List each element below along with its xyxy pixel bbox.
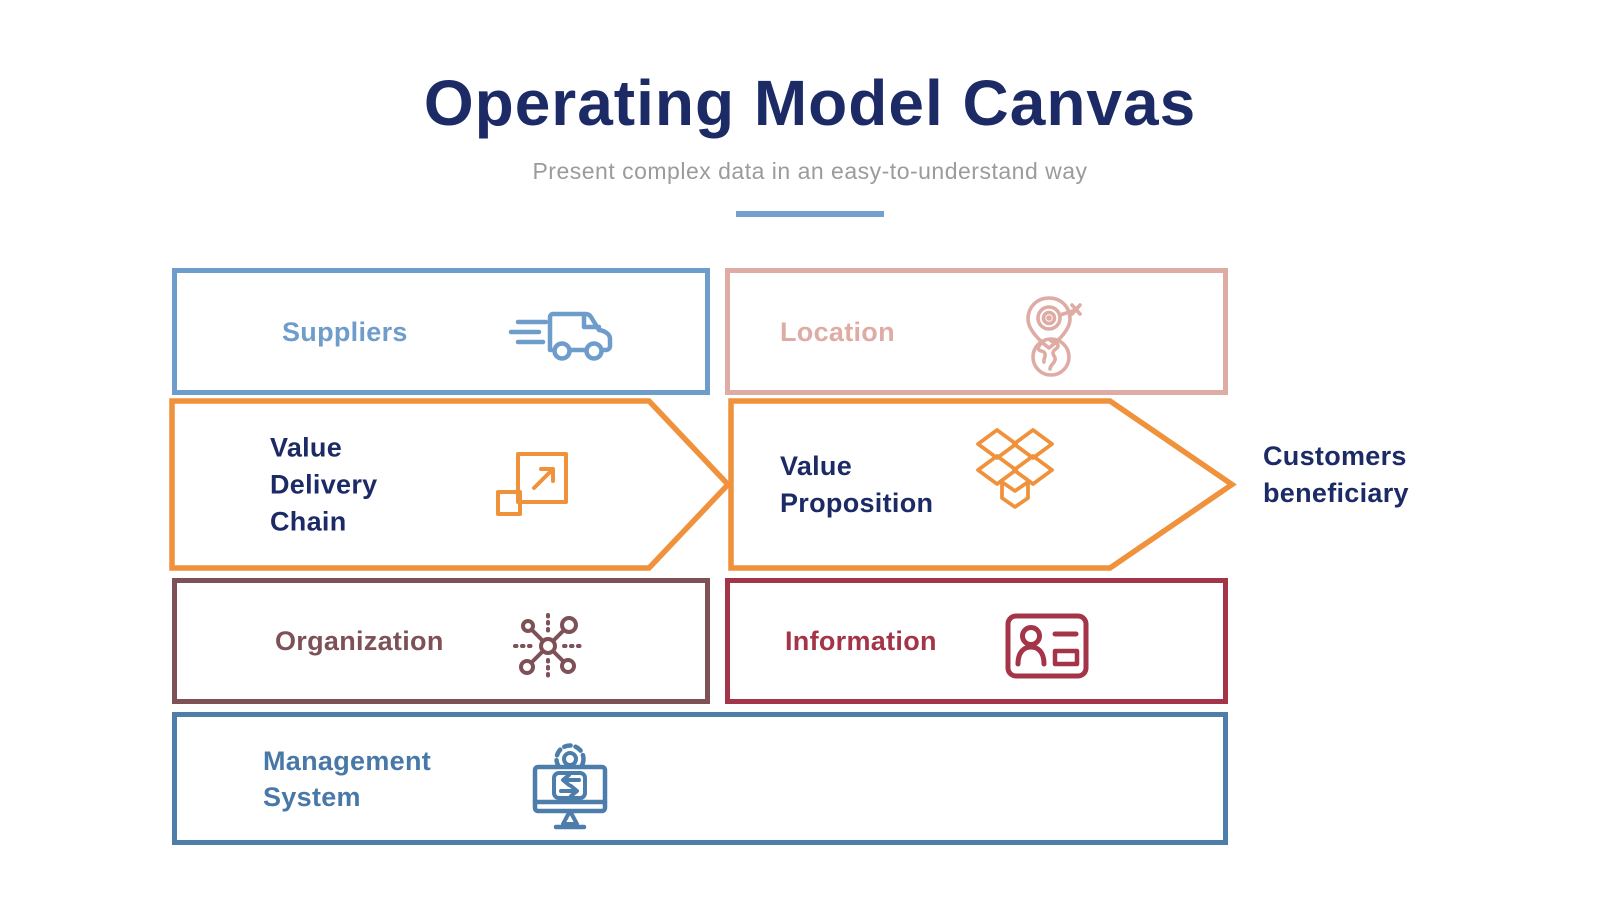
page-title: Operating Model Canvas [423,67,1197,139]
monitor-gear-sync-icon [532,743,608,830]
canvas-cell-value-delivery-chain: Value Delivery Chain [169,398,734,571]
canvas-cell-information: Information [725,578,1228,704]
value-delivery-chain-label: Value Delivery Chain [270,432,378,536]
canvas-cell-management-system: Management System [172,712,1228,845]
id-card-icon [1005,613,1089,679]
value-proposition-arrow-outline [728,398,1237,571]
value-proposition-label: Value Proposition [780,450,934,518]
suppliers-label: Suppliers [282,316,408,347]
canvas-cell-value-proposition: Value Proposition [728,398,1238,571]
canvas-cell-location: Location [725,268,1228,395]
information-label: Information [785,626,937,656]
page-subtitle: Present complex data in an easy-to-under… [532,158,1088,184]
management-system-label: Management System [263,745,432,812]
location-pin-globe-icon [1026,296,1082,377]
network-hub-icon [513,613,583,679]
canvas-cell-organization: Organization [172,578,710,704]
title-divider [736,211,884,217]
open-box-icon [976,428,1054,509]
location-label: Location [780,316,895,347]
organization-label: Organization [275,626,444,656]
delivery-truck-icon [508,311,613,361]
customers-beneficiary-label: Customers beneficiary [1263,441,1409,508]
canvas-cell-suppliers: Suppliers [172,268,710,395]
expand-squares-icon [496,452,568,516]
value-delivery-chain-arrow-outline [169,398,732,571]
